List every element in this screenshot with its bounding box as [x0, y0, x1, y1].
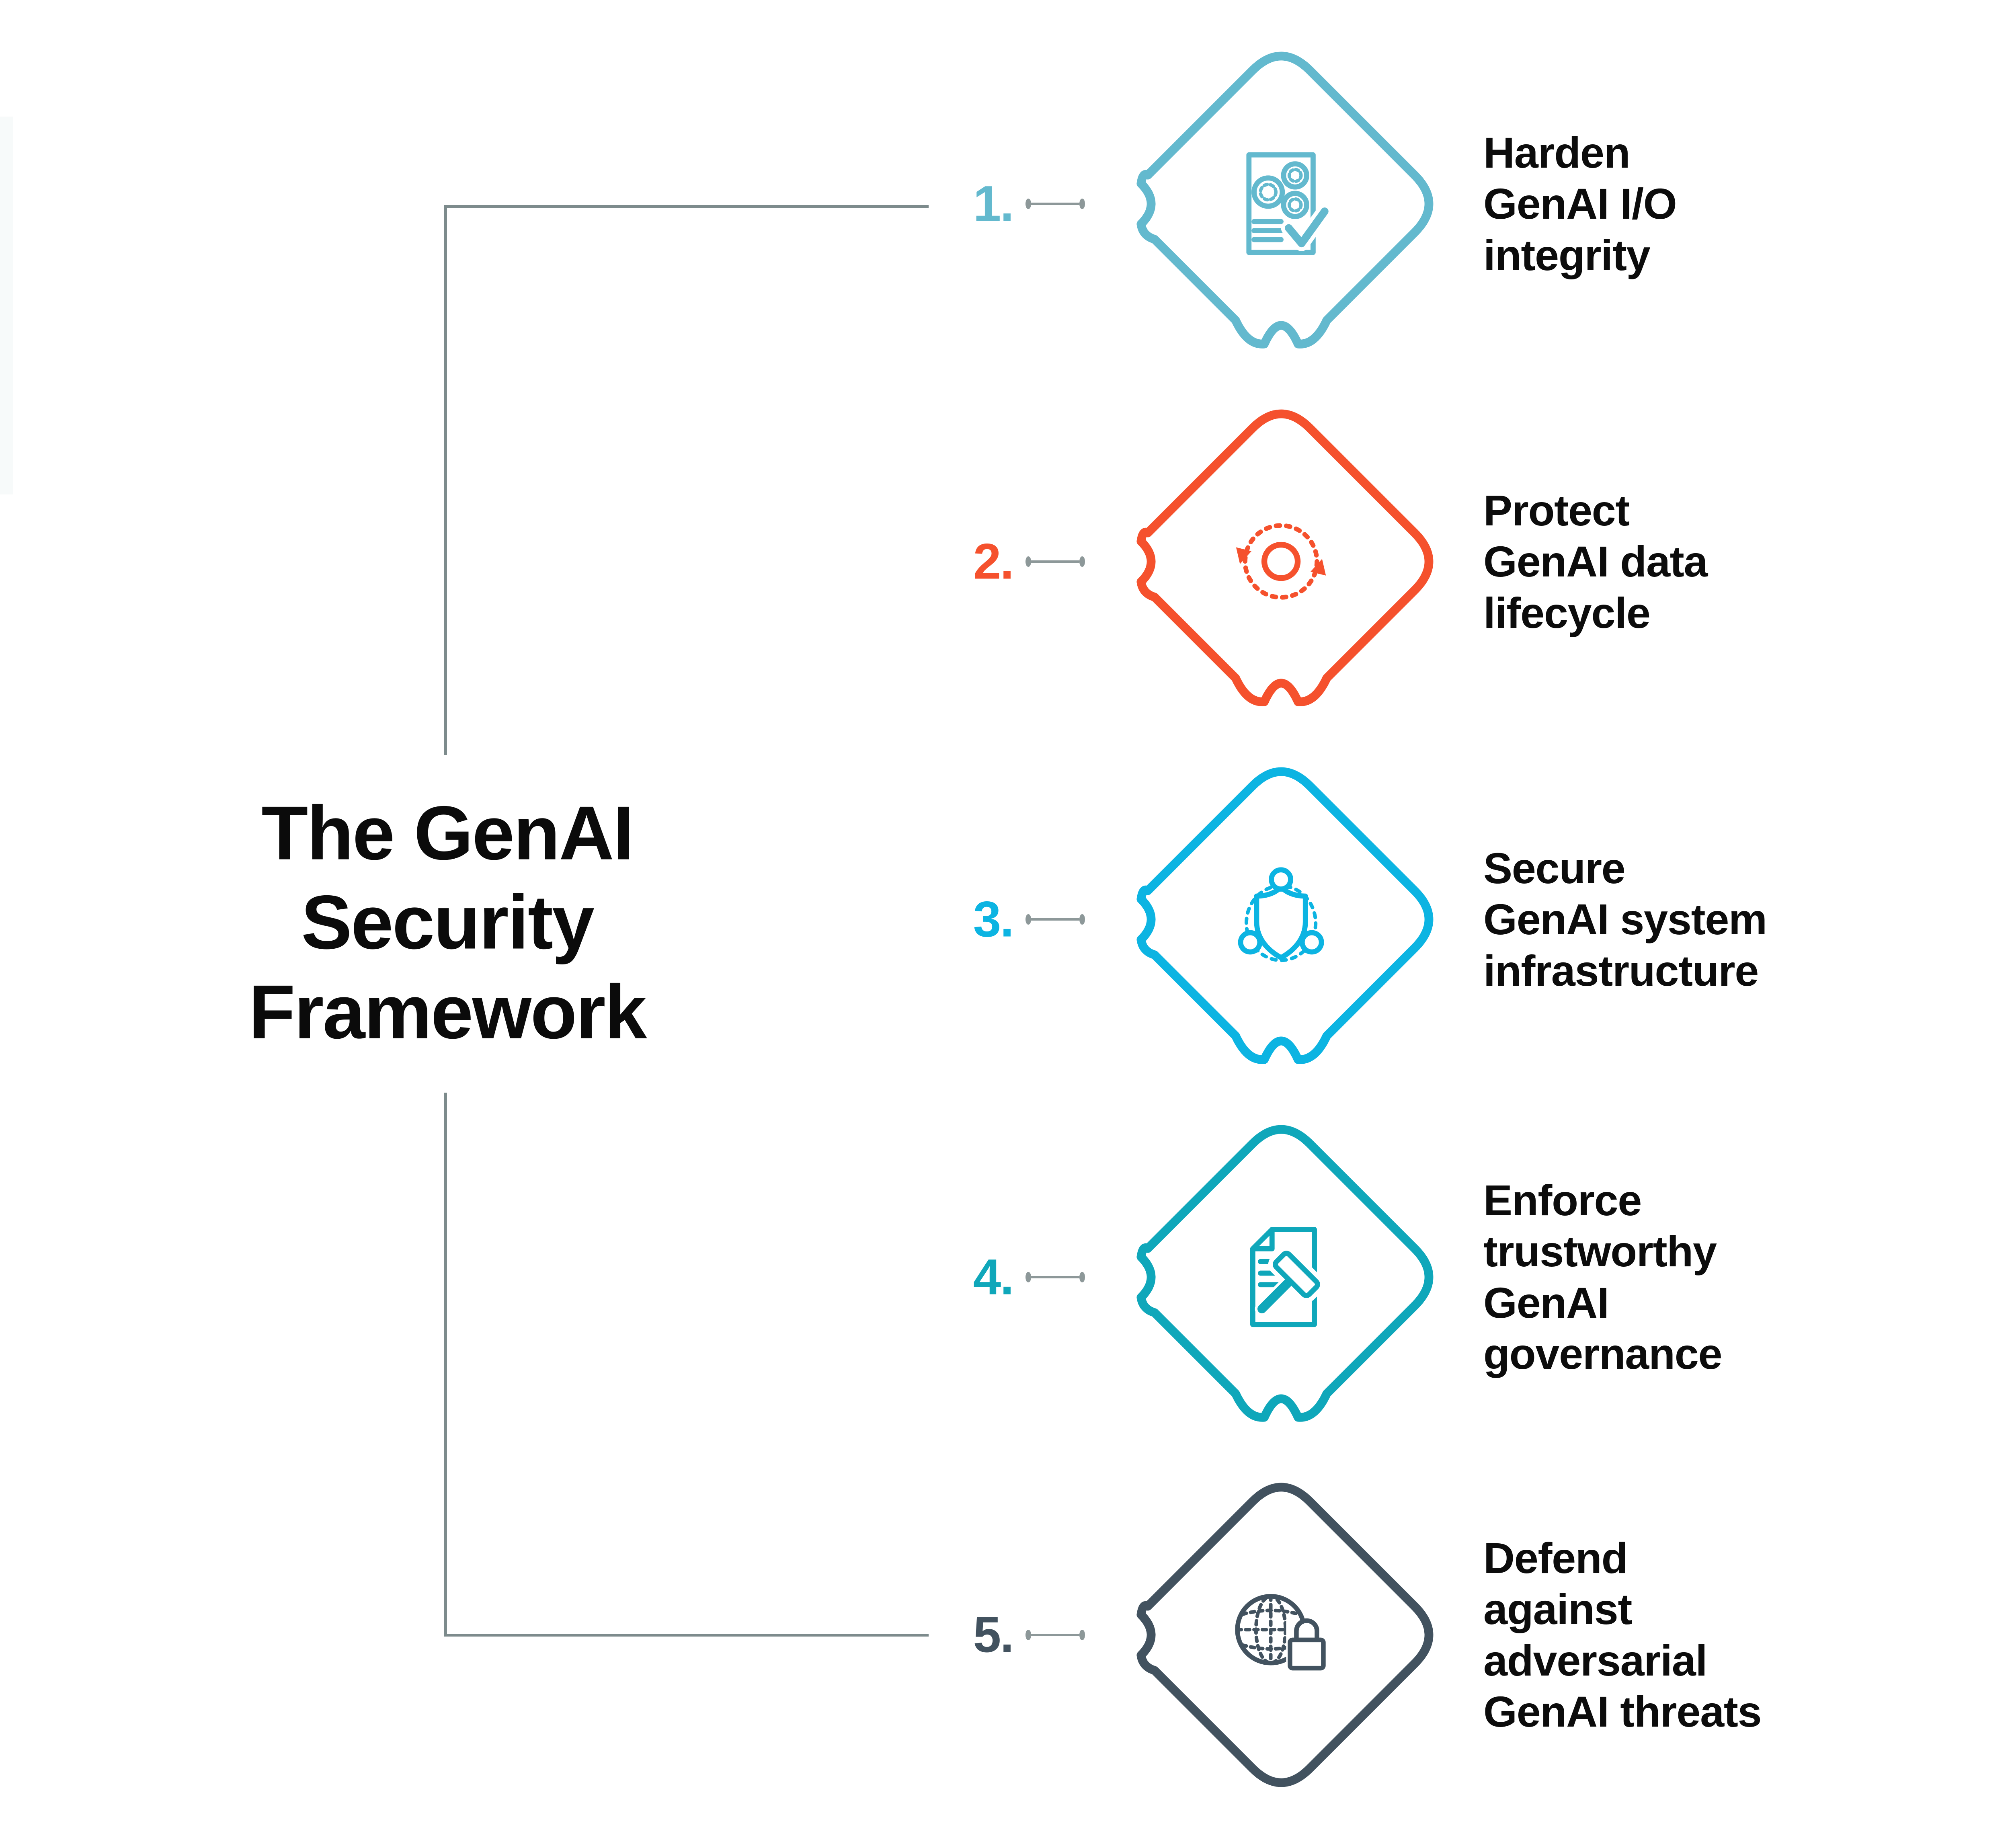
- step-3-number: 3.: [973, 891, 1014, 948]
- step-4-connector-line: [1026, 1272, 1085, 1282]
- connector-rule: [1031, 1276, 1079, 1278]
- step-3-diamond: [1112, 751, 1450, 1088]
- shield-network-icon: [1238, 867, 1324, 962]
- connector-dot: [1026, 1272, 1031, 1282]
- label-line: governance: [1483, 1329, 1723, 1378]
- connector-dot: [1026, 1630, 1031, 1640]
- connector-rule: [1031, 1634, 1079, 1636]
- connector-dot: [1079, 199, 1085, 209]
- label-line: adversarial: [1483, 1636, 1707, 1685]
- bracket-vertical-lower: [444, 1093, 447, 1637]
- step-1-connector-line: [1026, 199, 1085, 209]
- label-line: against: [1483, 1585, 1632, 1634]
- connector-rule: [1031, 918, 1079, 921]
- step-5-number: 5.: [973, 1607, 1014, 1663]
- diamond-outline: [1136, 1125, 1434, 1422]
- label-line: GenAI system: [1483, 895, 1767, 944]
- step-2-number: 2.: [973, 533, 1014, 590]
- diamond-outline: [1136, 51, 1434, 349]
- bracket-horizontal-bottom: [444, 1633, 929, 1637]
- label-line: Enforce: [1483, 1176, 1642, 1225]
- connector-dot: [1079, 1272, 1085, 1282]
- label-line: GenAI I/O: [1483, 179, 1677, 228]
- diamond-outline: [1136, 767, 1434, 1064]
- label-line: lifecycle: [1483, 588, 1651, 637]
- diamond-outline: [1136, 409, 1434, 706]
- connector-dot: [1026, 914, 1031, 925]
- label-line: trustworthy: [1483, 1227, 1717, 1276]
- step-4-label: Enforce trustworthy GenAI governance: [1483, 1175, 1723, 1380]
- step-2-label: Protect GenAI data lifecycle: [1483, 485, 1708, 638]
- connector-dot: [1026, 199, 1031, 209]
- connector-dot: [1079, 556, 1085, 567]
- step-5-connector-line: [1026, 1630, 1085, 1640]
- connector-dot: [1079, 914, 1085, 925]
- diamond-outline: [1136, 1483, 1434, 1787]
- step-1-number: 1.: [973, 176, 1014, 232]
- left-edge-shade: [0, 117, 13, 494]
- step-5-diamond: [1112, 1466, 1450, 1804]
- globe-padlock-icon: [1235, 1594, 1327, 1671]
- label-line: GenAI data: [1483, 537, 1708, 586]
- label-line: GenAI: [1483, 1278, 1609, 1327]
- data-lifecycle-cycle-icon: [1236, 523, 1326, 600]
- document-gears-check-icon: [1246, 152, 1333, 255]
- label-line: infrastructure: [1483, 946, 1759, 995]
- connector-dot: [1079, 1630, 1085, 1640]
- step-5-label: Defend against adversarial GenAI threats: [1483, 1532, 1762, 1737]
- step-4-number: 4.: [973, 1249, 1014, 1305]
- connector-rule: [1031, 203, 1079, 205]
- step-1-label: Harden GenAI I/O integrity: [1483, 127, 1677, 281]
- step-2-diamond: [1112, 393, 1450, 730]
- step-1-diamond: [1112, 35, 1450, 373]
- step-2-connector-line: [1026, 556, 1085, 567]
- label-line: Secure: [1483, 843, 1626, 892]
- step-4-diamond: [1112, 1108, 1450, 1446]
- step-3-connector-line: [1026, 914, 1085, 925]
- label-line: Defend: [1483, 1534, 1628, 1583]
- document-gavel-icon: [1250, 1227, 1325, 1327]
- page-title: The GenAI Security Framework: [205, 789, 689, 1057]
- label-line: integrity: [1483, 230, 1651, 279]
- bracket-vertical-upper: [444, 205, 447, 755]
- connector-rule: [1031, 560, 1079, 563]
- label-line: Harden: [1483, 128, 1631, 177]
- connector-dot: [1026, 556, 1031, 567]
- label-line: GenAI threats: [1483, 1687, 1762, 1736]
- bracket-horizontal-top: [444, 205, 929, 208]
- title-line-2: Security: [301, 880, 595, 965]
- title-line-3: Framework: [248, 969, 647, 1055]
- step-3-label: Secure GenAI system infrastructure: [1483, 843, 1767, 996]
- title-line-1: The GenAI: [261, 790, 634, 876]
- label-line: Protect: [1483, 486, 1630, 535]
